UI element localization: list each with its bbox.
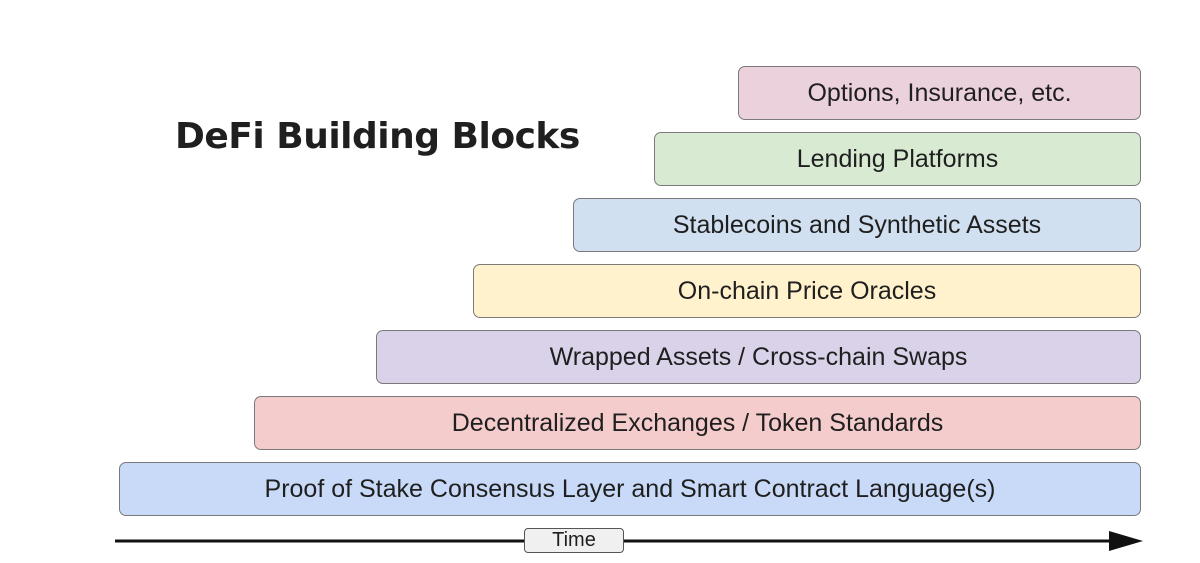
time-label: Time (524, 528, 624, 553)
diagram-title: DeFi Building Blocks (175, 116, 580, 157)
layer-decentralized-exchanges: Decentralized Exchanges / Token Standard… (254, 396, 1141, 450)
layer-label: Decentralized Exchanges / Token Standard… (451, 408, 944, 437)
layer-label: Stablecoins and Synthetic Assets (672, 210, 1042, 239)
layer-label: Options, Insurance, etc. (807, 78, 1072, 107)
layer-label: Proof of Stake Consensus Layer and Smart… (264, 474, 996, 503)
arrowhead-icon (1109, 531, 1143, 551)
layer-lending-platforms: Lending Platforms (654, 132, 1141, 186)
layer-wrapped-assets: Wrapped Assets / Cross-chain Swaps (376, 330, 1141, 384)
layer-label: On-chain Price Oracles (677, 276, 937, 305)
time-axis-arrow (115, 531, 1143, 551)
layer-proof-of-stake: Proof of Stake Consensus Layer and Smart… (119, 462, 1141, 516)
layer-label: Lending Platforms (796, 144, 999, 173)
layer-options-insurance: Options, Insurance, etc. (738, 66, 1141, 120)
layer-price-oracles: On-chain Price Oracles (473, 264, 1141, 318)
layer-stablecoins: Stablecoins and Synthetic Assets (573, 198, 1141, 252)
layer-label: Wrapped Assets / Cross-chain Swaps (549, 342, 968, 371)
